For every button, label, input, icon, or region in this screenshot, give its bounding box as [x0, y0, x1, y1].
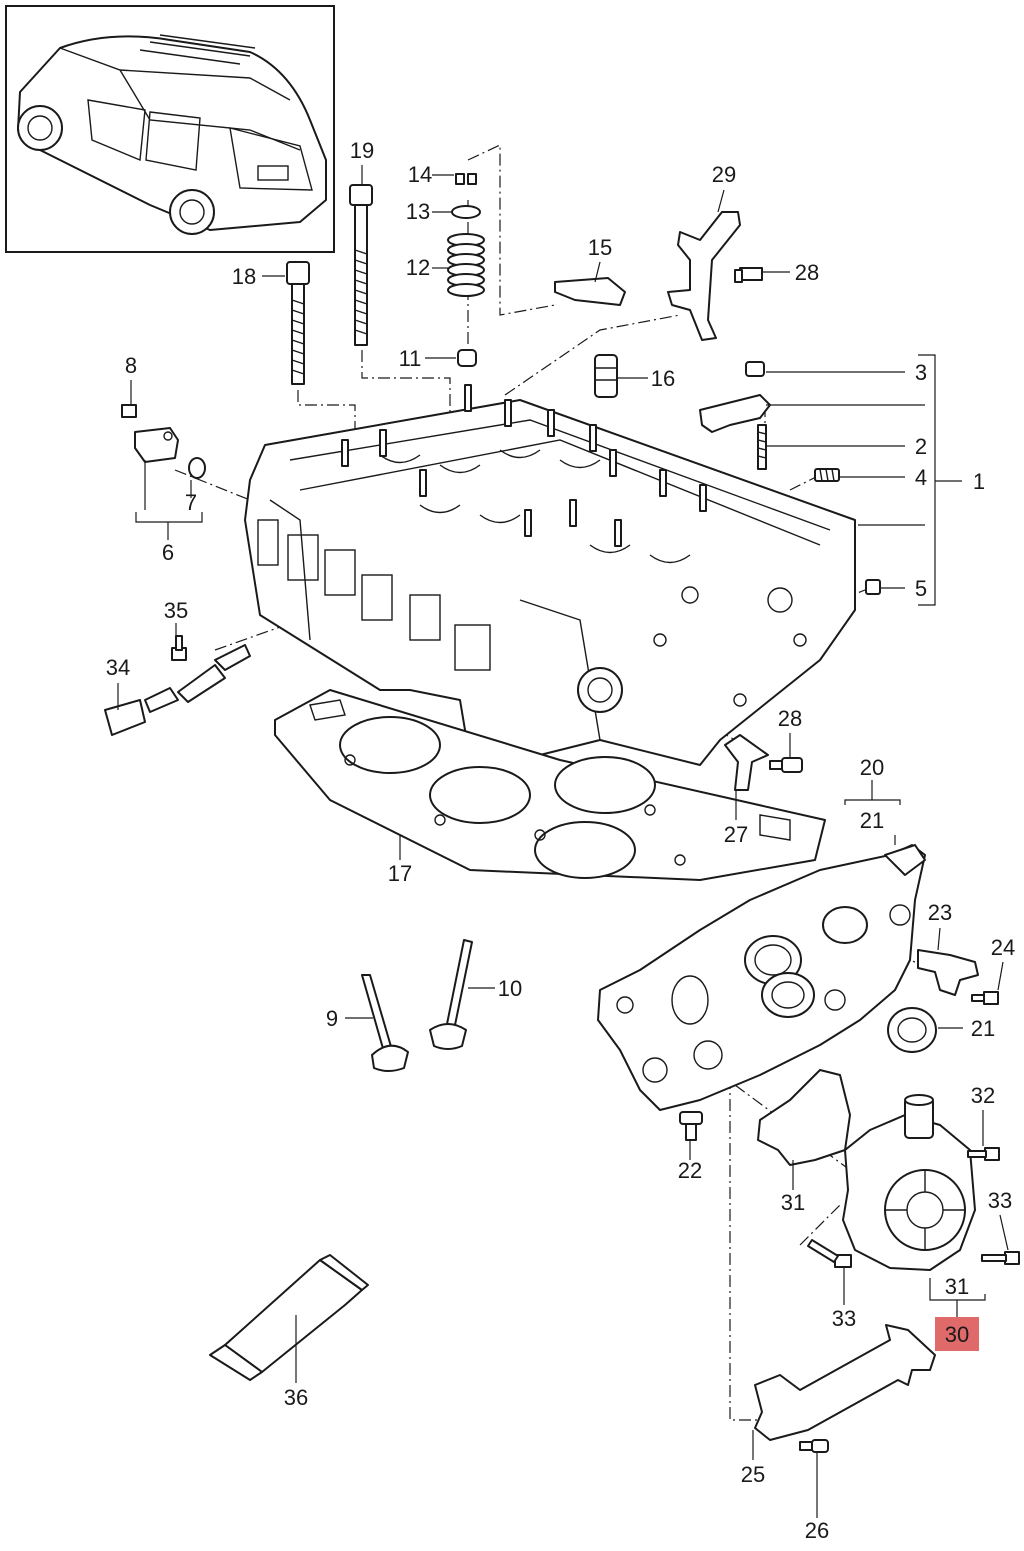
cylinder-head: [244, 384, 856, 766]
bolt-24: [971, 991, 999, 1005]
bolt-33-right: [981, 1251, 1020, 1265]
callout-4: 4: [915, 465, 927, 490]
callout-14: 14: [408, 162, 432, 187]
callout-10: 10: [498, 976, 522, 1001]
callout-12: 12: [406, 255, 430, 280]
cam-journals: [379, 449, 691, 564]
callout-17: 17: [388, 861, 412, 886]
vehicle-thumbnail: [5, 5, 335, 253]
callout-18: 18: [232, 264, 256, 289]
valve-10: [429, 939, 473, 1050]
callout-36: 36: [284, 1385, 308, 1410]
hydraulic-lifter: [594, 354, 618, 398]
callout-33-right: 33: [988, 1188, 1012, 1213]
callout-21-lower: 21: [971, 1016, 995, 1041]
highlight-box-30: [935, 1317, 979, 1351]
bolt-33-left: [807, 1239, 852, 1268]
bolt-32: [967, 1147, 1000, 1161]
callout-26: 26: [805, 1518, 829, 1543]
callout-2: 2: [915, 434, 927, 459]
callout-31-gasket: 31: [781, 1190, 805, 1215]
bracket-29: [667, 211, 741, 341]
callout-32: 32: [971, 1083, 995, 1108]
timing-cover: [597, 844, 926, 1111]
callout-15: 15: [588, 235, 612, 260]
leader-lines: [117, 165, 1009, 1518]
bolt-35: [171, 635, 187, 661]
callout-19: 19: [350, 138, 374, 163]
bolt-26: [799, 1439, 829, 1453]
callout-7-inner: 7: [185, 490, 197, 515]
gasket-31: [757, 1069, 851, 1166]
vacuum-pump: [842, 1094, 976, 1271]
callout-25: 25: [741, 1462, 765, 1487]
callout-33-left: 33: [832, 1306, 856, 1331]
callout-23: 23: [928, 900, 952, 925]
callout-30: 30: [945, 1322, 969, 1347]
callout-11: 11: [399, 346, 422, 371]
callout-8: 8: [125, 353, 137, 378]
callout-27: 27: [724, 822, 748, 847]
bolt-28-top: [734, 267, 763, 283]
bolt-28-lower: [769, 757, 803, 773]
head-gasket: [274, 689, 826, 881]
callout-21-upper: 21: [860, 808, 884, 833]
callout-9: 9: [326, 1006, 338, 1031]
sealant-tube: [209, 1254, 369, 1381]
seal-21: [887, 1007, 937, 1053]
callout-31-pump: 31: [945, 1274, 969, 1299]
bolt-22: [679, 1111, 703, 1141]
callout-34: 34: [106, 655, 130, 680]
valve-spring-stack: [447, 173, 485, 367]
callout-22: 22: [678, 1158, 702, 1183]
valve-9: [361, 974, 409, 1072]
bolt-18: [286, 261, 310, 385]
callout-1: 1: [973, 469, 985, 494]
callout-6: 6: [162, 540, 174, 565]
bearing-cap: [699, 394, 771, 433]
rocker-arm: [554, 277, 626, 306]
part-4-screw: [814, 468, 840, 482]
callout-16: 16: [651, 366, 675, 391]
part-2-stud: [757, 424, 767, 470]
part-3-nut: [745, 361, 765, 377]
callout-24: 24: [991, 935, 1015, 960]
callout-28-lower: 28: [778, 706, 802, 731]
bracket-27: [724, 734, 769, 791]
part-5-plug: [865, 579, 881, 595]
callout-5: 5: [915, 576, 927, 601]
callout-labels: 19 14 13 12 11 15 16 18 29 28 8 7 6 35 3…: [106, 138, 1015, 1543]
suv-rear-three-quarter-icon: [17, 34, 327, 235]
sensor-6: [121, 404, 206, 479]
callout-28-top: 28: [795, 260, 819, 285]
head-studs: [341, 384, 707, 547]
bolt-19: [349, 184, 373, 346]
sensor-23: [917, 949, 979, 996]
bracket-25: [754, 1324, 936, 1441]
injector-34: [104, 644, 251, 736]
intake-ports: [257, 519, 491, 671]
callout-3: 3: [915, 360, 927, 385]
callout-20: 20: [860, 755, 884, 780]
callout-13: 13: [406, 199, 430, 224]
valve-spring: [447, 233, 485, 297]
callout-35: 35: [164, 598, 188, 623]
callout-29: 29: [712, 162, 736, 187]
